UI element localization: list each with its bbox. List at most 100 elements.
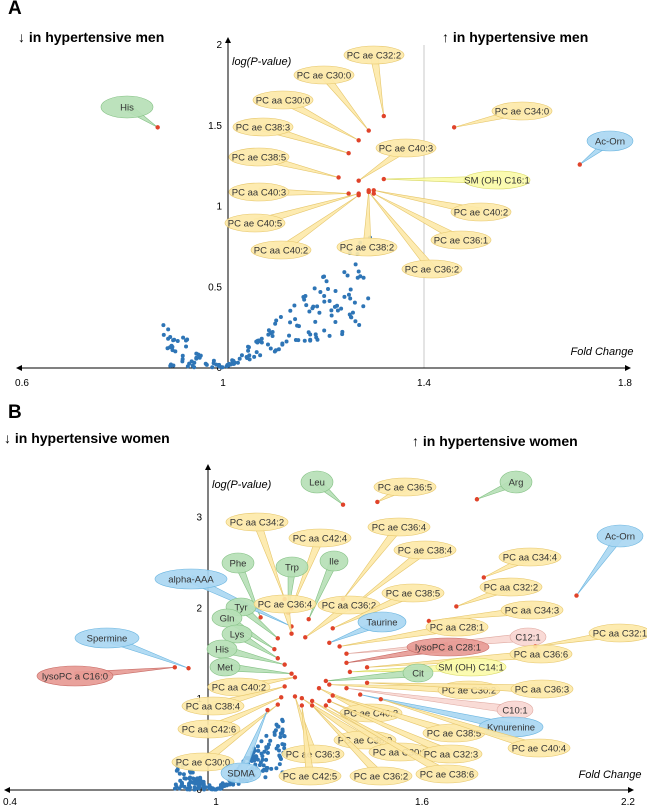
callout-label: PC aa C34:2 [230,517,284,528]
data-point [252,758,257,763]
highlighted-point [356,192,361,198]
callout-label: Leu [309,477,325,488]
panel-a: A↓ in hypertensive men↑ in hypertensive … [8,0,634,389]
data-point [259,340,264,345]
x-axis-label: Fold Change [579,769,642,781]
callout-label: Arg [509,477,524,488]
data-point [261,763,266,768]
highlighted-point [309,698,315,704]
data-point [235,360,240,365]
highlighted-point [330,626,335,631]
callout-label: SDMA [227,768,255,779]
callout-pointer [368,191,436,272]
callout-bubble [450,202,512,222]
callout-bubble [373,477,437,497]
data-point [322,293,327,298]
data-point [307,309,312,314]
callout-bubble [491,101,553,121]
data-point [303,294,308,299]
data-point [274,766,279,771]
callout-bubble [220,762,262,784]
x-tick-label: 2.2 [621,797,635,808]
data-point [366,296,371,301]
callout-label: PC ae C34:0 [495,106,549,117]
data-point [302,297,307,302]
highlighted-point [275,636,280,641]
callout-label: PC ae C38:5 [386,588,440,599]
highlighted-point [155,125,160,130]
callout-bubble [36,665,114,687]
data-point [232,360,237,365]
callout-label: PC aa C40:3 [232,187,286,198]
data-point [280,729,285,734]
left-annotation: ↓ in hypertensive men [18,29,164,45]
highlighted-point [289,671,294,676]
data-point [278,735,283,740]
data-point [356,269,361,274]
data-point [185,787,190,792]
data-point [262,749,267,754]
highlighted-point [454,604,459,609]
callout-bubble [288,528,352,548]
panel-letter: B [8,402,22,423]
callout-label: Taurine [366,617,397,628]
callout-bubble [402,663,434,683]
data-point [173,349,178,354]
highlighted-point [381,113,386,119]
callout-label: Ac-Orn [595,136,625,147]
callout-bubble [349,766,413,786]
data-point [329,308,334,313]
callout-bubble [209,657,241,677]
data-point [185,337,190,342]
y-tick-label: 2 [216,40,222,51]
data-point [277,762,282,767]
x-tick-label: 0.6 [15,378,29,389]
data-point [361,275,366,280]
callout-bubble [367,517,431,537]
data-point [270,333,275,338]
callout-label: Phe [230,558,247,569]
data-point [161,332,166,337]
callout-label: PC ae C30:0 [176,757,230,768]
callout-bubble [357,611,407,633]
callout-bubble [343,45,405,65]
x-axis-arrow-right [628,787,634,793]
callout-bubble [252,90,314,110]
callout-label: PC aa C32:1 [593,628,647,639]
callout-bubble [463,170,531,190]
highlighted-point [330,693,335,698]
data-point [274,318,279,323]
data-point [273,321,278,326]
data-point [264,746,269,751]
data-point [268,738,273,743]
x-axis-arrow-left [16,365,22,371]
y-tick-label: 2 [196,603,202,614]
highlighted-point [375,499,380,505]
data-point [269,766,274,771]
callout-label: PC aa C34:3 [505,605,559,616]
data-point [194,351,199,356]
data-point [197,784,202,789]
data-point [239,353,244,358]
callout-label: His [120,102,134,113]
callout-label: PC ae C30:0 [297,70,351,81]
data-point [166,327,171,332]
data-point [265,342,270,347]
highlighted-point [303,635,308,640]
highlighted-point [346,151,351,156]
data-point [266,328,271,333]
data-point [171,338,176,343]
data-point [252,354,257,359]
highlighted-point [327,698,332,704]
highlighted-point [346,191,351,196]
data-point [329,313,334,318]
callout-bubble [375,138,437,158]
callout-label: PC ae C36:4 [258,599,312,610]
highlighted-point [327,682,332,687]
data-point [350,310,355,315]
data-point [184,344,189,349]
data-point [342,294,347,299]
y-axis-arrow [205,464,211,470]
callout-bubble [181,696,245,716]
